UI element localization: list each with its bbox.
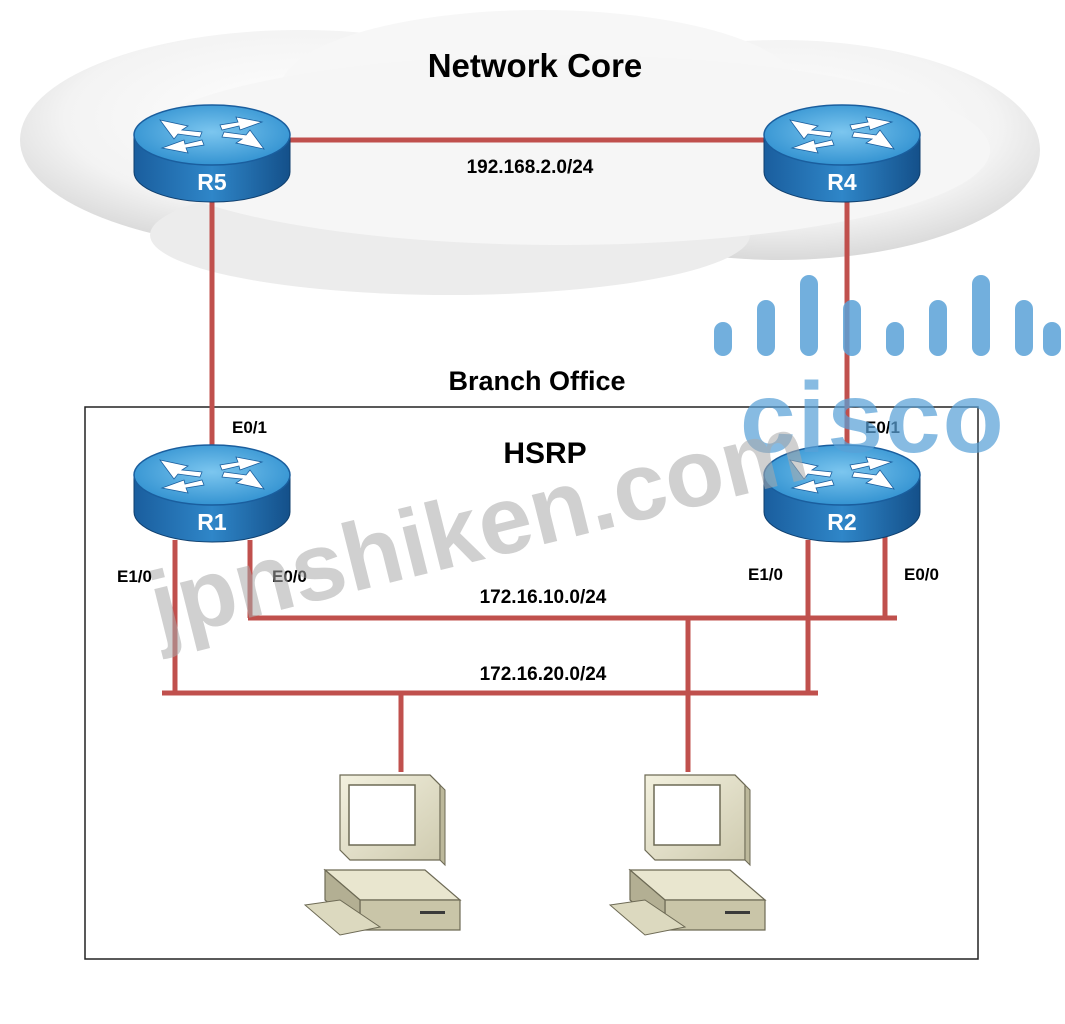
core-subnet-label: 192.168.2.0/24 — [467, 157, 594, 178]
router-r1-label: R1 — [197, 509, 227, 535]
r2-e01-label: E0/1 — [865, 418, 900, 437]
r2-e00-label: E0/0 — [904, 565, 939, 584]
router-r2: R2 — [763, 444, 921, 543]
router-r2-label: R2 — [827, 509, 856, 535]
r1-e01-label: E0/1 — [232, 418, 267, 437]
branch-office-box — [84, 406, 979, 960]
r2-e10-label: E1/0 — [748, 565, 783, 584]
router-r4: R4 — [763, 104, 921, 203]
lan20-subnet-label: 172.16.20.0/24 — [480, 664, 607, 685]
network-core-title: Network Core — [428, 47, 643, 84]
branch-office-label: Branch Office — [448, 366, 625, 396]
router-r1: R1 — [133, 444, 291, 543]
r1-e10-label: E1/0 — [117, 567, 152, 586]
cisco-logo-text: cisco — [740, 362, 1006, 474]
r1-e00-label: E0/0 — [272, 567, 307, 586]
lan10-subnet-label: 172.16.10.0/24 — [480, 587, 607, 608]
network-core-cloud — [20, 10, 1040, 295]
router-r5-label: R5 — [197, 169, 227, 195]
cisco-logo-watermark: cisco — [714, 275, 1061, 474]
router-r4-label: R4 — [827, 169, 857, 195]
hsrp-label: HSRP — [503, 437, 586, 470]
router-r5: R5 — [133, 104, 291, 203]
pc-left-icon — [304, 774, 461, 936]
pc-right-icon — [609, 774, 766, 936]
